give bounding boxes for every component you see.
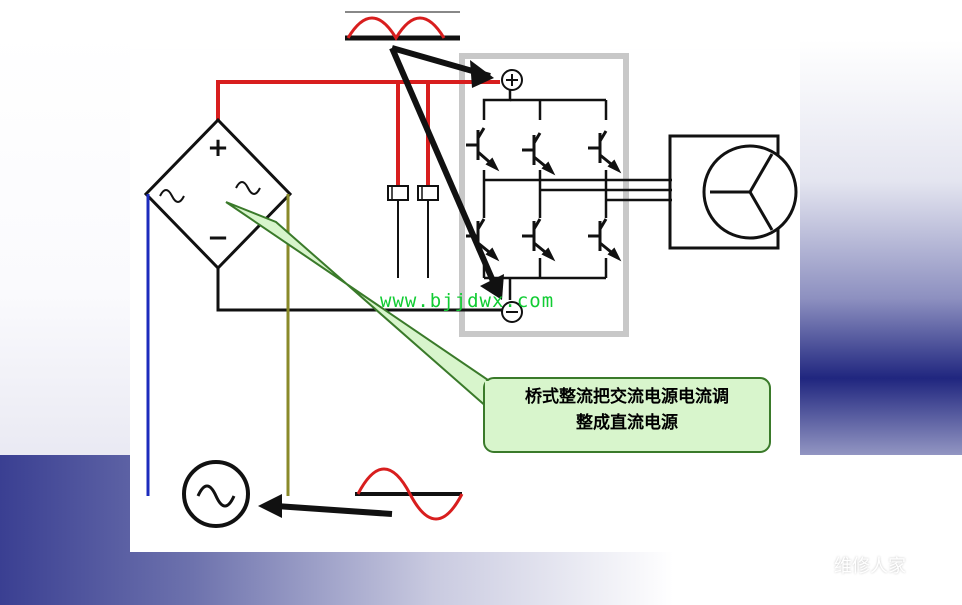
transistor-2 xyxy=(522,132,556,176)
callout-box xyxy=(483,377,771,453)
bridge-rectifier xyxy=(143,117,293,271)
ac-tilde-left-icon xyxy=(159,189,185,203)
watermark-url: www.bjjdwx.com xyxy=(380,290,555,312)
wechat-icon xyxy=(790,552,826,577)
sine-icon xyxy=(196,484,236,508)
inverter-wiring xyxy=(482,82,672,300)
callout-line-2: 整成直流电源 xyxy=(576,413,678,433)
brand-badge: 维修人家 xyxy=(788,550,906,580)
bridge-plus-label: + xyxy=(207,133,229,163)
ac-sine-waveform xyxy=(355,467,464,521)
transistor-3 xyxy=(588,130,622,174)
transistor-5 xyxy=(522,218,556,262)
brand-name: 维修人家 xyxy=(834,556,906,577)
dc-negative-rail xyxy=(216,268,510,312)
callout-text: 桥式整流把交流电源电流调整成直流电源 xyxy=(486,384,768,436)
capacitor-left xyxy=(387,185,409,278)
arrow-to-negative xyxy=(389,46,504,300)
arrow-to-ac-source xyxy=(258,494,393,518)
bridge-minus-label: − xyxy=(207,223,229,253)
arrow-to-positive xyxy=(391,45,494,88)
motor xyxy=(702,144,798,240)
background-left-band xyxy=(0,30,130,470)
transistor-6 xyxy=(588,218,622,262)
callout-line-1: 桥式整流把交流电源电流调 xyxy=(525,387,729,407)
transistor-1 xyxy=(466,127,500,172)
capacitor-right xyxy=(417,185,439,278)
inverter-box xyxy=(459,53,629,337)
dc-ripple-waveform xyxy=(345,11,460,41)
background-right-band xyxy=(800,40,962,510)
ac-tilde-right-icon xyxy=(235,181,261,195)
ac-source xyxy=(182,460,250,528)
